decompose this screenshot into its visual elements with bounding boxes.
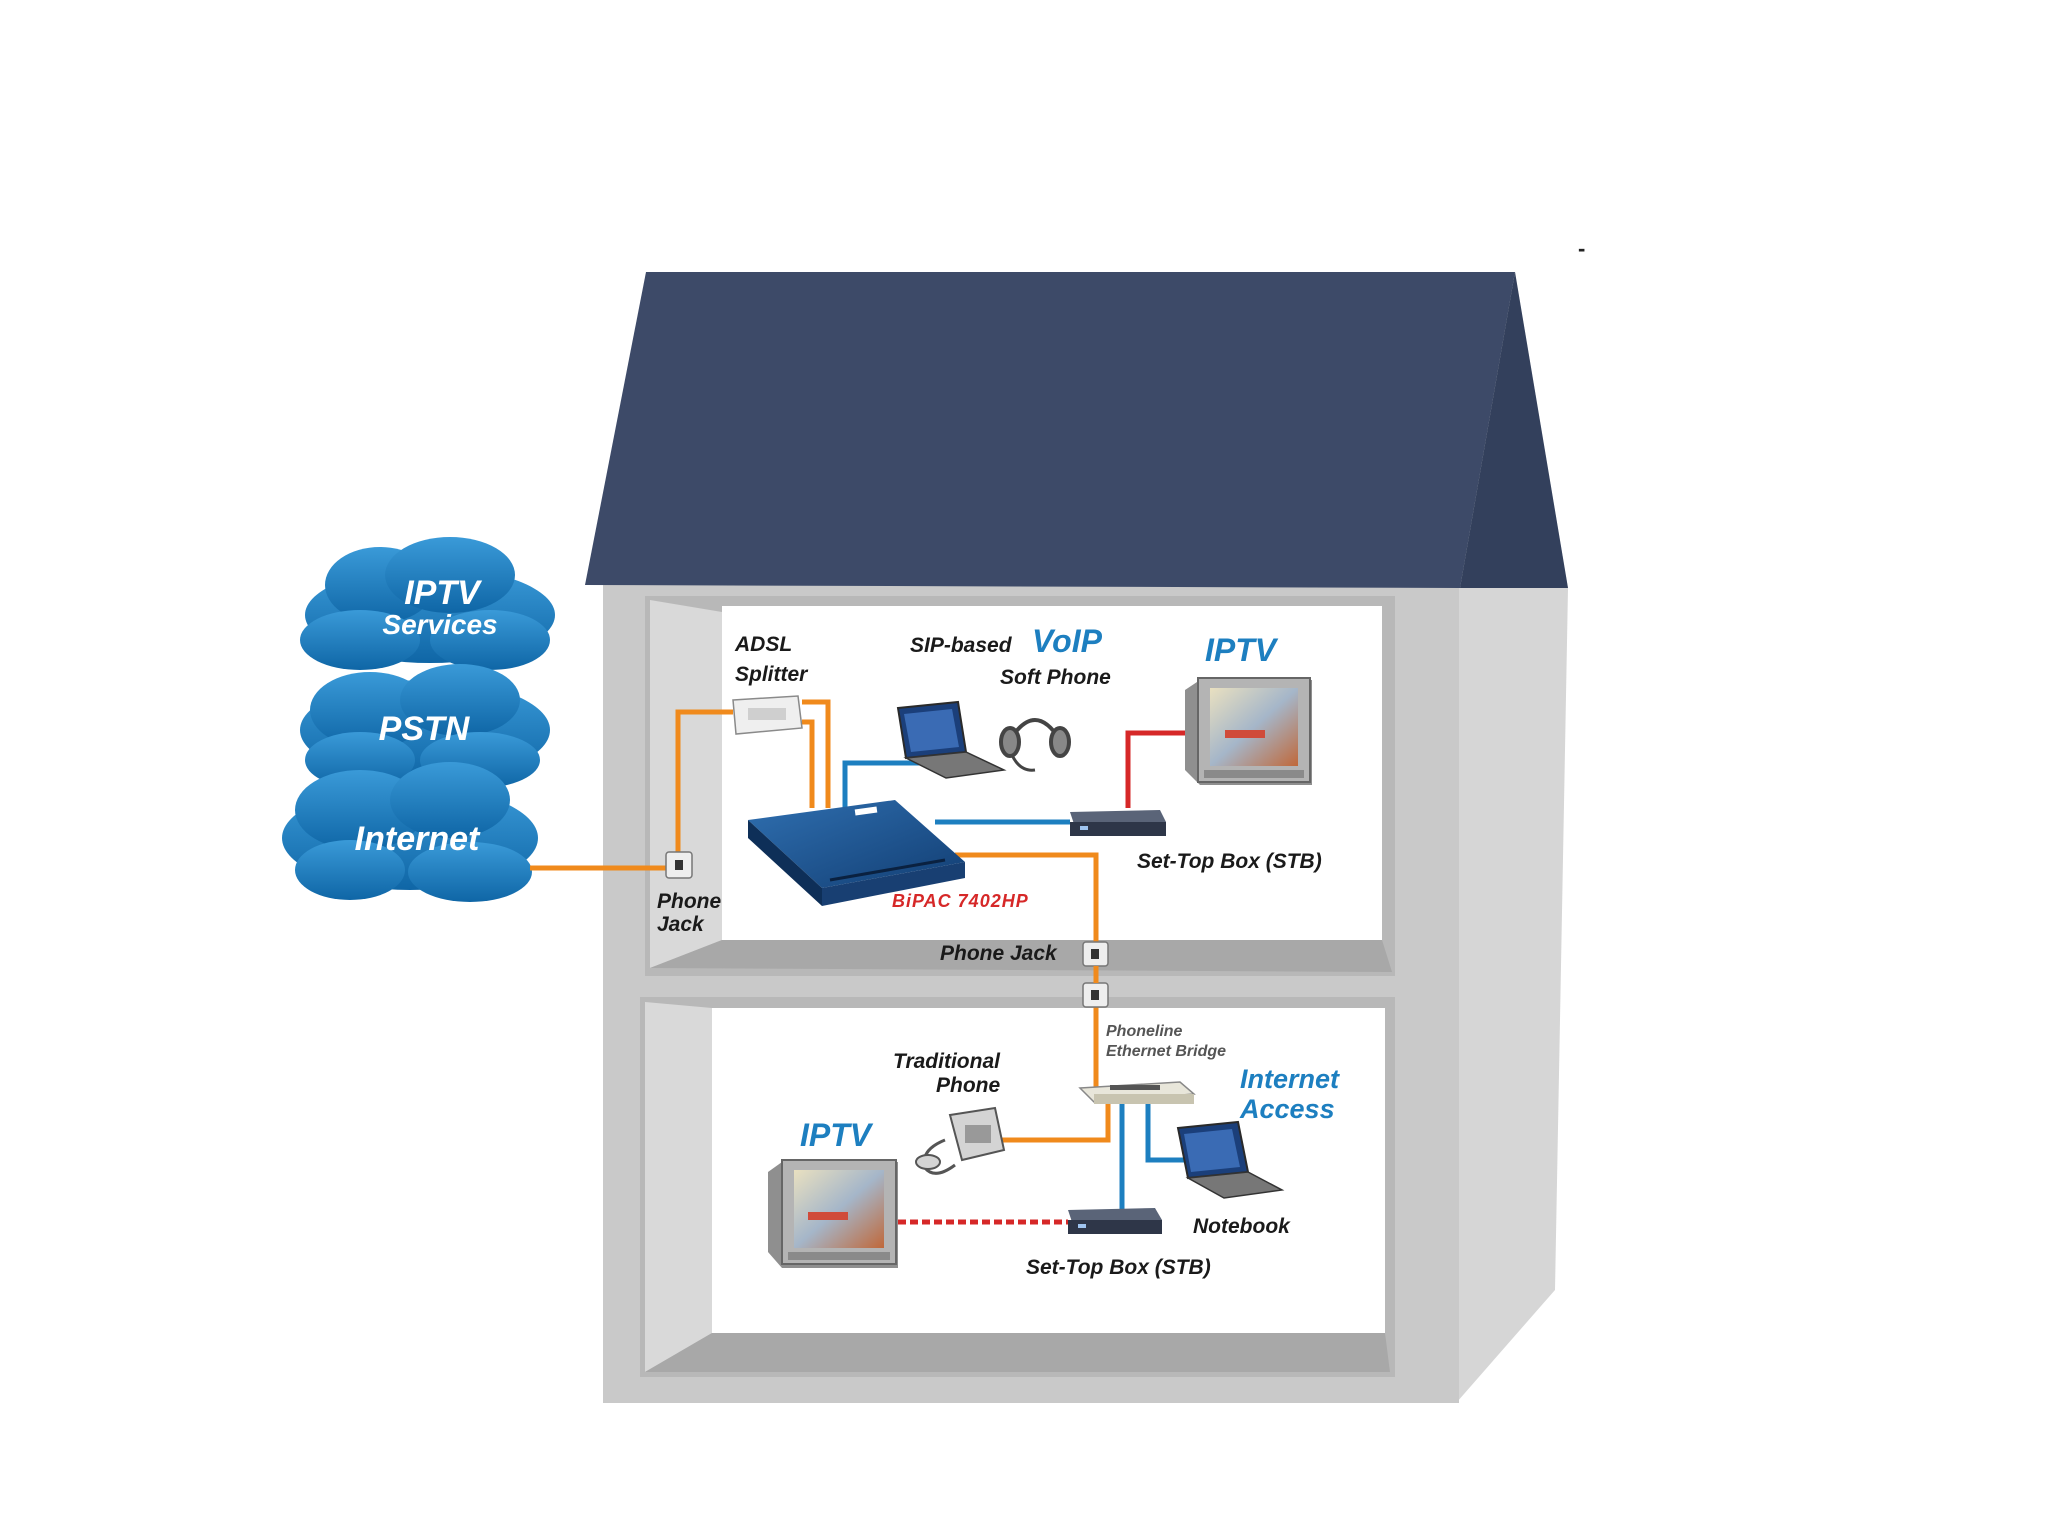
bridge-label-line2: Ethernet Bridge — [1106, 1043, 1226, 1060]
notebook-lower — [1176, 1120, 1285, 1199]
cloud-iptv-services: IPTV Services — [300, 537, 555, 670]
cloud-pstn: PSTN — [300, 664, 550, 788]
headset-icon — [999, 718, 1071, 772]
bridge-label-line1: Phoneline — [1106, 1023, 1183, 1040]
adsl-splitter-label-line1: ADSL — [734, 633, 792, 656]
bipac-router — [748, 800, 965, 906]
router-model-label: BiPAC 7402HP — [892, 891, 1029, 911]
iptv-lower-label: IPTV — [800, 1117, 874, 1153]
upper-room-floor — [650, 940, 1392, 972]
set-top-box-upper — [1070, 810, 1166, 836]
phone-jack-floor-upper — [1082, 941, 1109, 967]
house-roof — [585, 272, 1515, 588]
lower-room — [640, 997, 1395, 1377]
ethernet-bridge-to-notebook — [1145, 1100, 1200, 1163]
adsl-splitter — [732, 695, 803, 735]
voip-label: VoIP — [1032, 623, 1103, 659]
house-roof-side — [1460, 272, 1568, 588]
tv-lower — [768, 1159, 898, 1268]
internet-access-label-line1: Internet — [1240, 1064, 1340, 1094]
internet-access-label-line2: Access — [1239, 1094, 1335, 1124]
tv-upper — [1185, 677, 1312, 785]
phone-jack-outside — [665, 851, 693, 879]
iptv-upper-label: IPTV — [1205, 632, 1279, 668]
set-top-box-lower — [1068, 1208, 1162, 1234]
phone-jack-floor-lower — [1082, 982, 1109, 1008]
phone-line-jack-to-splitter — [675, 709, 733, 860]
phone-jack-outside-label-line1: Phone — [657, 890, 721, 913]
phone-jack-outside-label-line2: Jack — [657, 913, 705, 936]
traditional-phone-icon — [915, 1106, 1006, 1175]
phoneline-ethernet-bridge — [1078, 1081, 1196, 1104]
traditional-phone-label-line1: Traditional — [893, 1050, 1001, 1073]
stray-mark: - — [1578, 236, 1585, 261]
adsl-splitter-label-line2: Splitter — [735, 663, 809, 686]
cloud-internet: Internet — [282, 762, 538, 902]
lower-room-floor — [645, 1333, 1390, 1372]
lower-room-left-wall — [645, 1002, 712, 1372]
notebook-label: Notebook — [1193, 1215, 1291, 1238]
voip-prefix-label: SIP-based — [910, 634, 1013, 657]
ethernet-router-to-laptop — [842, 760, 935, 815]
phone-line-splitter-to-router-a — [802, 699, 831, 808]
cloud-pstn-label: PSTN — [379, 710, 471, 748]
cables — [530, 699, 1200, 1225]
soft-phone-label: Soft Phone — [1000, 666, 1111, 689]
cloud-iptv-label-line1: IPTV — [404, 574, 483, 612]
stb-lower-label: Set-Top Box (STB) — [1026, 1256, 1211, 1279]
phone-jack-floor-label: Phone Jack — [940, 942, 1058, 965]
laptop-softphone — [896, 700, 1007, 779]
stb-upper-label: Set-Top Box (STB) — [1137, 850, 1322, 873]
phone-line-splitter-to-router-b — [802, 719, 815, 808]
video-stb-to-iptv-upper — [1125, 730, 1185, 808]
phone-line-bridge-to-phone — [1000, 1100, 1111, 1143]
cloud-internet-label: Internet — [355, 820, 481, 858]
cloud-iptv-label-line2: Services — [382, 609, 497, 640]
traditional-phone-label-line2: Phone — [936, 1074, 1000, 1097]
